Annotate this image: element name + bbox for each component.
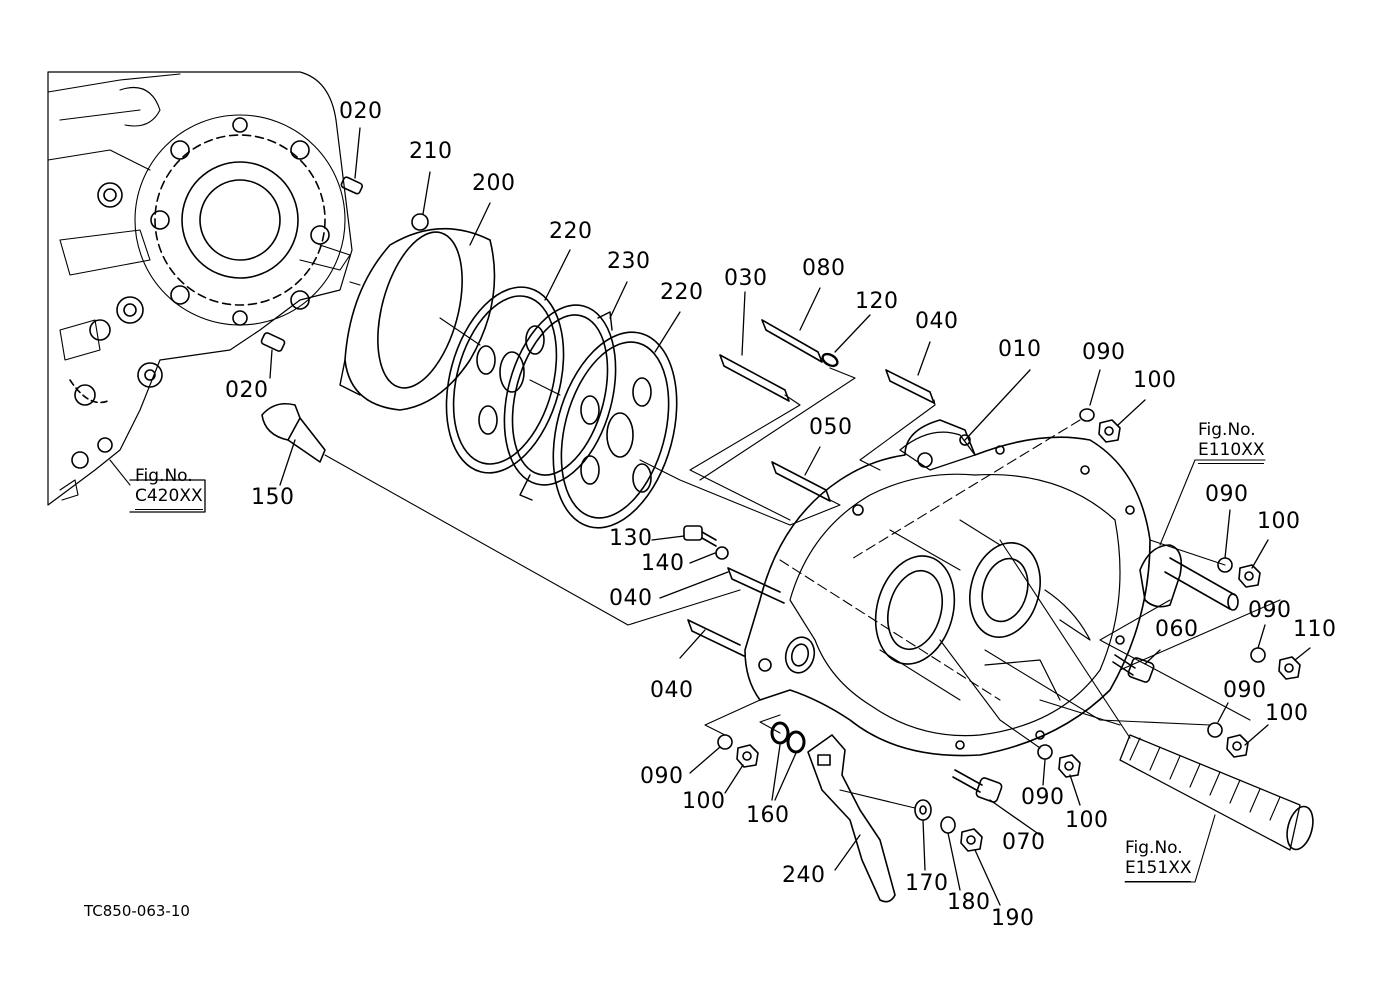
o-rings-160 xyxy=(770,721,806,754)
part-label-150: 150 xyxy=(251,485,295,510)
part-label-240: 240 xyxy=(782,863,826,888)
part-label-040-upper: 040 xyxy=(915,309,959,334)
fastener-set-right1 xyxy=(1217,557,1261,588)
part-label-090-e: 090 xyxy=(640,764,684,789)
part-label-130: 130 xyxy=(609,526,653,551)
part-label-140: 140 xyxy=(641,551,685,576)
part-label-070: 070 xyxy=(1002,830,1046,855)
fastener-set-upper xyxy=(1079,408,1121,443)
washer-170 xyxy=(914,799,932,821)
bolt-070 xyxy=(952,769,1003,803)
plate-230 xyxy=(503,304,617,501)
stud-040-mid xyxy=(727,567,785,604)
part-label-040-lower: 040 xyxy=(650,678,694,703)
part-label-170: 170 xyxy=(905,871,949,896)
figure-ref-code: C420XX xyxy=(135,486,203,510)
disc-220-rear xyxy=(552,331,678,529)
bolt-130 xyxy=(683,525,717,547)
stud-040-lower xyxy=(687,619,745,657)
leader-lines xyxy=(269,127,1311,906)
clutch-housing-010 xyxy=(744,419,1151,757)
part-label-060: 060 xyxy=(1155,617,1199,642)
part-label-080: 080 xyxy=(802,256,846,281)
part-label-230: 230 xyxy=(607,249,651,274)
part-label-090-d: 090 xyxy=(1223,678,1267,703)
part-label-020-upper: 020 xyxy=(339,99,383,124)
part-label-090-a: 090 xyxy=(1082,340,1126,365)
figure-ref-caption: Fig.No. xyxy=(1125,838,1183,858)
figure-ref-caption: Fig.No. xyxy=(1198,420,1256,440)
dowel-pin-lower xyxy=(260,332,286,352)
o-ring-120 xyxy=(821,352,839,368)
ball xyxy=(411,213,429,231)
part-label-220-a: 220 xyxy=(549,219,593,244)
fastener-set-left xyxy=(717,734,759,768)
lock-washer-180 xyxy=(940,816,956,834)
part-label-090-c: 090 xyxy=(1248,598,1292,623)
engine-block xyxy=(47,71,353,506)
fastener-set-bottom xyxy=(1037,744,1081,778)
stud-050 xyxy=(771,461,831,502)
part-label-020-lower: 020 xyxy=(225,378,269,403)
assembly-lines xyxy=(109,281,1281,883)
part-label-210: 210 xyxy=(409,139,453,164)
figure-ref-e151xx: Fig.No. E151XX xyxy=(1125,838,1192,882)
figure-ref-e110xx: Fig.No. E110XX xyxy=(1198,420,1265,464)
drawing-code: TC850-063-10 xyxy=(84,902,190,920)
washer-140 xyxy=(715,546,729,560)
part-label-190: 190 xyxy=(991,906,1035,931)
part-label-180: 180 xyxy=(947,890,991,915)
part-label-100-c: 100 xyxy=(1265,701,1309,726)
part-label-100-e: 100 xyxy=(1065,808,1109,833)
part-label-120: 120 xyxy=(855,289,899,314)
fastener-set-right2 xyxy=(1250,647,1301,680)
part-label-030: 030 xyxy=(724,266,768,291)
part-label-100-b: 100 xyxy=(1257,509,1301,534)
part-label-200: 200 xyxy=(472,171,516,196)
part-label-090-b: 090 xyxy=(1205,482,1249,507)
bolt-060 xyxy=(1112,654,1155,683)
plate-200 xyxy=(339,227,496,411)
part-label-010: 010 xyxy=(998,337,1042,362)
dowel-pin-upper xyxy=(340,176,363,195)
stud-040-upper xyxy=(885,369,935,404)
figure-ref-code: E151XX xyxy=(1125,858,1192,882)
lever-240 xyxy=(807,734,896,903)
part-label-220-b: 220 xyxy=(660,280,704,305)
figure-ref-c420xx: Fig.No. C420XX xyxy=(135,466,203,510)
part-label-090-f: 090 xyxy=(1021,785,1065,810)
part-label-100-a: 100 xyxy=(1133,368,1177,393)
splined-shaft-e151 xyxy=(1119,734,1314,851)
fastener-set-right3 xyxy=(1207,722,1249,758)
part-label-110: 110 xyxy=(1293,617,1337,642)
pin-150 xyxy=(261,402,326,463)
stud-080 xyxy=(761,319,823,363)
part-label-040-mid: 040 xyxy=(609,586,653,611)
figure-ref-code: E110XX xyxy=(1198,440,1265,464)
part-label-160: 160 xyxy=(746,803,790,828)
part-label-050: 050 xyxy=(809,415,853,440)
stud-030 xyxy=(719,354,790,402)
part-label-100-d: 100 xyxy=(682,789,726,814)
figure-ref-caption: Fig.No. xyxy=(135,466,193,486)
disc-220-front xyxy=(445,286,565,474)
nut-190 xyxy=(960,828,983,852)
shaft-e110 xyxy=(1139,544,1239,611)
